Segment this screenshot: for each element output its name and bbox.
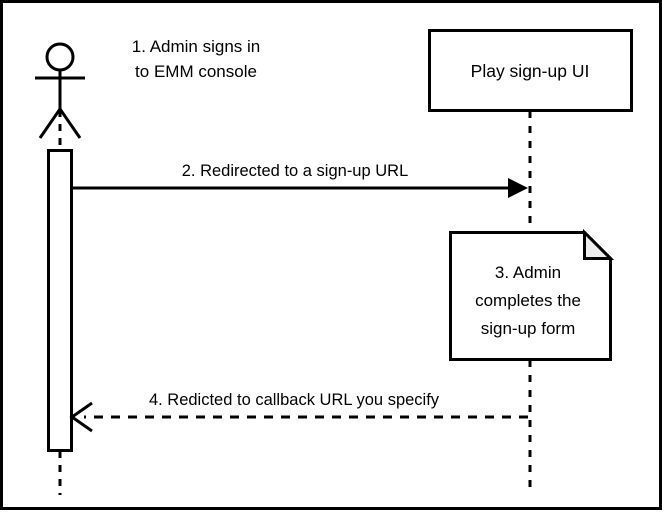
- actor-left-leg-line: [38, 108, 62, 139]
- actor-admin: [35, 42, 85, 139]
- participant-box-play-signup-ui: [428, 29, 633, 112]
- message-2-label: 2. Redirected to a sign-up URL: [182, 162, 409, 180]
- message-2-arrow: [71, 178, 528, 198]
- message-4-arrow: [69, 401, 528, 433]
- note-3-line-2: completes the: [475, 291, 581, 310]
- actor-right-leg-line: [58, 108, 82, 139]
- note-3-line-1: 3. Admin: [495, 263, 561, 282]
- note-3-line-3: sign-up form: [481, 319, 575, 338]
- actor-head-icon: [45, 42, 75, 72]
- message-2-arrowhead-filled: [508, 178, 528, 198]
- participant-label-play-signup-ui: Play sign-up UI: [471, 61, 590, 81]
- note-3-body: [449, 231, 612, 361]
- message-4-label: 4. Redicted to callback URL you specify: [149, 391, 440, 409]
- activation-bar-admin: [47, 149, 73, 452]
- note-3-fold-corner: [583, 228, 615, 260]
- message-4-arrowhead-open: [69, 401, 93, 433]
- note-3: [449, 228, 615, 361]
- annotation-1-line-1: 1. Admin signs in: [132, 37, 261, 56]
- annotation-1-line-2: to EMM console: [135, 62, 257, 81]
